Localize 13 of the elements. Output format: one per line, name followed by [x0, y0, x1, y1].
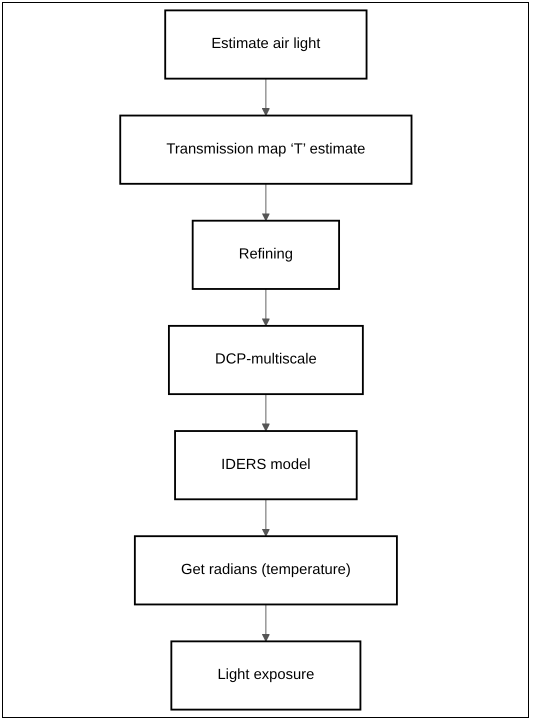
node-box: Light exposure [170, 640, 361, 711]
arrow [261, 604, 270, 642]
arrow [261, 288, 270, 326]
node-box: Transmission map ‘T’ estimate [118, 114, 412, 185]
arrow [261, 498, 270, 537]
node-box: IDERS model [174, 430, 358, 500]
node-box: Estimate air light [164, 9, 368, 80]
arrow [261, 394, 270, 432]
node-box: Refining [191, 220, 340, 290]
arrow [261, 183, 270, 222]
node-box: DCP-multiscale [168, 324, 364, 396]
arrow [261, 78, 270, 116]
node-box: Get radians (temperature) [134, 535, 398, 606]
